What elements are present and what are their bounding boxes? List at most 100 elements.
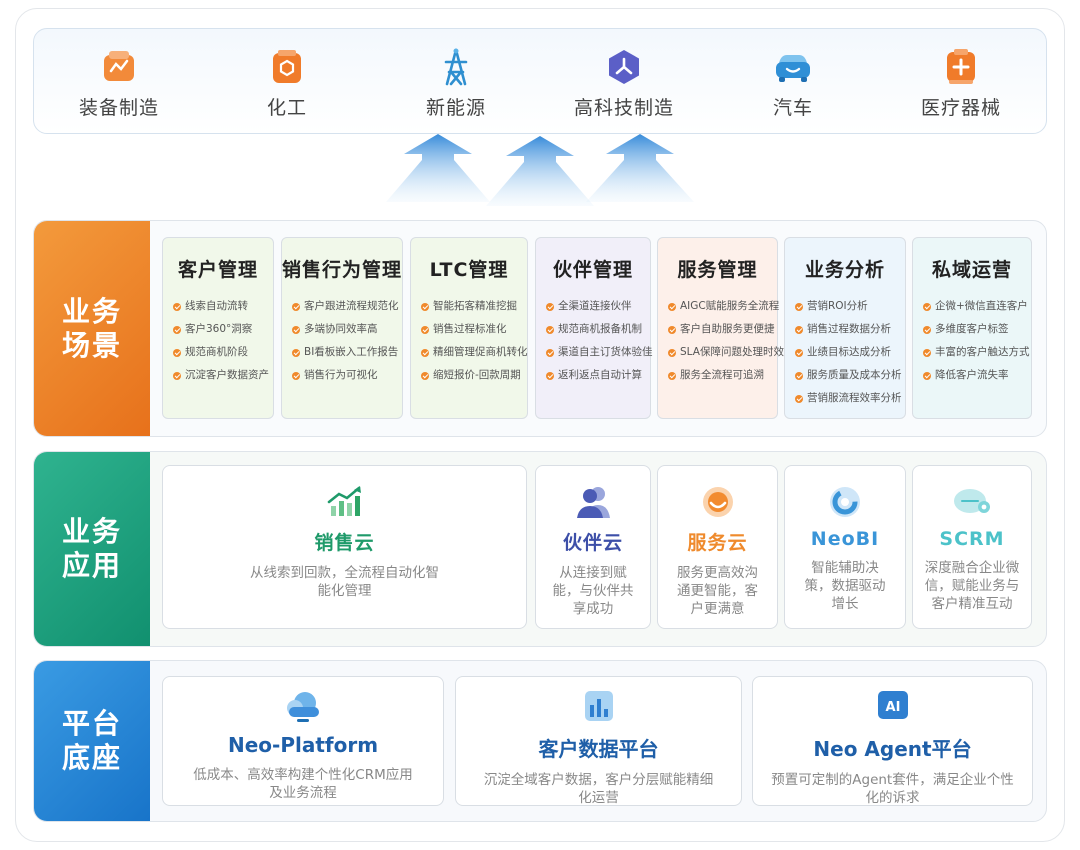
platform-title: Neo Agent平台 [813,737,972,761]
check-dot-icon [668,325,676,334]
row-label-line: 应用 [61,549,122,582]
scenario-item: 精细管理促商机转化 [421,341,528,364]
platform-card-neo-platform[interactable]: Neo-Platform 低成本、高效率构建个性化CRM应用及业务流程 [162,676,444,806]
scenario-item: 客户跟进流程规范化 [292,295,402,318]
industries-bar: 装备制造 化工 新能源 高科技制造 汽车 医疗器械 [33,28,1047,134]
app-card-partner-cloud[interactable]: 伙伴云 从连接到赋能，与伙伴共享成功 [535,465,651,629]
scenario-title: LTC管理 [429,259,509,281]
scenario-item: 营销ROI分析 [795,295,905,318]
app-card-sales-cloud[interactable]: 销售云 从线索到回款，全流程自动化智能化管理 [162,465,527,629]
scenario-card-sales-behavior[interactable]: 销售行为管理 客户跟进流程规范化 多端协同效率高 BI看板嵌入工作报告 销售行为… [281,237,403,419]
platform-card-cdp[interactable]: 客户数据平台 沉淀全域客户数据，客户分层赋能精细化运营 [455,676,742,806]
arrow-left [386,134,490,202]
scenario-item: BI看板嵌入工作报告 [292,341,402,364]
scenario-card-ltc[interactable]: LTC管理 智能拓客精准挖掘 销售过程标准化 精细管理促商机转化 缩短报价-回款… [410,237,528,419]
scenario-title: 服务管理 [677,259,758,281]
check-dot-icon [923,371,931,380]
industry-label: 装备制造 [78,97,159,119]
check-dot-icon [173,325,181,334]
app-card-scrm[interactable]: SCRM 深度融合企业微信，赋能业务与客户精准互动 [912,465,1032,629]
app-title: 服务云 [687,532,748,554]
check-dot-icon [795,348,803,357]
check-dot-icon [546,371,554,380]
check-dot-icon [292,302,300,311]
check-dot-icon [546,325,554,334]
industry-medical: 医疗器械 [891,47,1031,120]
platform-desc: 低成本、高效率构建个性化CRM应用及业务流程 [193,767,413,801]
platform-desc: 预置可定制的Agent套件，满足企业个性化的诉求 [771,772,1014,806]
scenario-title: 私域运营 [931,259,1012,281]
check-dot-icon [795,302,803,311]
row-label-scenario: 业务场景 [34,221,150,436]
cloud-icon [281,689,325,723]
row-label-platform: 平台底座 [34,661,150,821]
scenario-item: 销售过程数据分析 [795,318,905,341]
scenario-item: 沉淀客户数据资产 [173,364,273,387]
scenario-item: 渠道自主订货体验佳 [546,341,653,364]
business-scenario-row: 业务场景 客户管理 线索自动流转 客户360°洞察 规范商机阶段 沉淀客户数据资… [33,220,1047,437]
industry-hightech: 高科技制造 [554,47,694,120]
check-dot-icon [421,348,429,357]
industry-label: 高科技制造 [573,97,674,119]
scenario-item: 客户360°洞察 [173,318,273,341]
scenario-item: SLA保障问题处理时效 [668,341,784,364]
scenario-title: 伙伴管理 [552,259,633,281]
platform-desc: 沉淀全域客户数据，客户分层赋能精细化运营 [483,772,714,806]
app-card-service-cloud[interactable]: 服务云 服务更高效沟通更智能，客户更满意 [657,465,778,629]
chart-growth-icon [323,482,367,522]
partner-people-icon [571,482,615,522]
scenario-item: AIGC赋能服务全流程 [668,295,779,318]
scenario-card-service[interactable]: 服务管理 AIGC赋能服务全流程 客户自助服务更便捷 SLA保障问题处理时效 服… [657,237,784,419]
scrm-icon [950,482,994,522]
scenario-title: 客户管理 [177,259,258,281]
row-label-line: 平台 [61,707,122,740]
scenario-item: 客户自助服务更便捷 [668,318,777,341]
industry-new-energy: 新能源 [386,47,526,120]
scenario-item: 线索自动流转 [173,295,273,318]
app-desc: 从线索到回款，全流程自动化智能化管理 [250,565,439,599]
ai-icon-text: AI [885,700,900,715]
app-desc: 服务更高效沟通更智能，客户更满意 [677,565,758,617]
scenario-title: 销售行为管理 [282,259,403,281]
check-dot-icon [668,371,676,380]
scenario-card-analysis[interactable]: 业务分析 营销ROI分析 销售过程数据分析 业绩目标达成分析 服务质量及成本分析… [784,237,906,419]
app-desc: 智能辅助决策，数据驱动增长 [804,560,886,612]
scenario-title: 业务分析 [804,259,885,281]
scenario-item: 降低客户流失率 [923,364,1031,387]
app-card-neobi[interactable]: NeoBI 智能辅助决策，数据驱动增长 [784,465,906,629]
row-label-line: 业务 [61,515,122,548]
industry-car: 汽车 [723,47,863,120]
arrow-right [586,134,694,202]
check-dot-icon [173,302,181,311]
scenario-item: 多端协同效率高 [292,318,402,341]
industry-equipment: 装备制造 [49,47,189,120]
pie-chart-icon [823,482,867,522]
scenario-item: 营销服流程效率分析 [795,387,905,410]
industry-label: 医疗器械 [920,97,1001,119]
platform-card-neo-agent[interactable]: AI Neo Agent平台 预置可定制的Agent套件，满足企业个性化的诉求 [752,676,1033,806]
scenario-item: 缩短报价-回款周期 [421,364,527,387]
chemical-icon [267,47,307,87]
scenario-item: 返利返点自动计算 [546,364,650,387]
check-dot-icon [795,394,803,403]
industry-label: 化工 [266,97,307,119]
scenario-card-partner[interactable]: 伙伴管理 全渠道连接伙伴 规范商机报备机制 渠道自主订货体验佳 返利返点自动计算 [535,237,653,419]
industry-chemical: 化工 [217,47,357,120]
check-dot-icon [173,348,181,357]
check-dot-icon [421,302,429,311]
arrow-middle [486,136,594,206]
scenario-item: 多维度客户标签 [923,318,1031,341]
row-label-line: 业务 [61,294,122,328]
check-dot-icon [546,348,554,357]
check-dot-icon [923,302,931,311]
scenario-card-customer[interactable]: 客户管理 线索自动流转 客户360°洞察 规范商机阶段 沉淀客户数据资产 [162,237,274,419]
row-label-application: 业务应用 [34,452,150,646]
check-dot-icon [292,371,300,380]
scenario-item: 丰富的客户触达方式 [923,341,1031,364]
scenario-card-private-domain[interactable]: 私域运营 企微+微信直连客户 多维度客户标签 丰富的客户触达方式 降低客户流失率 [912,237,1032,419]
row-label-line: 场景 [61,328,122,362]
check-dot-icon [668,348,676,357]
car-icon [773,47,813,87]
business-application-row: 业务应用 销售云 从线索到回款，全流程自动化智能化管理 伙伴云 从连接到赋能，与… [33,451,1047,647]
platform-title: 客户数据平台 [538,737,659,761]
